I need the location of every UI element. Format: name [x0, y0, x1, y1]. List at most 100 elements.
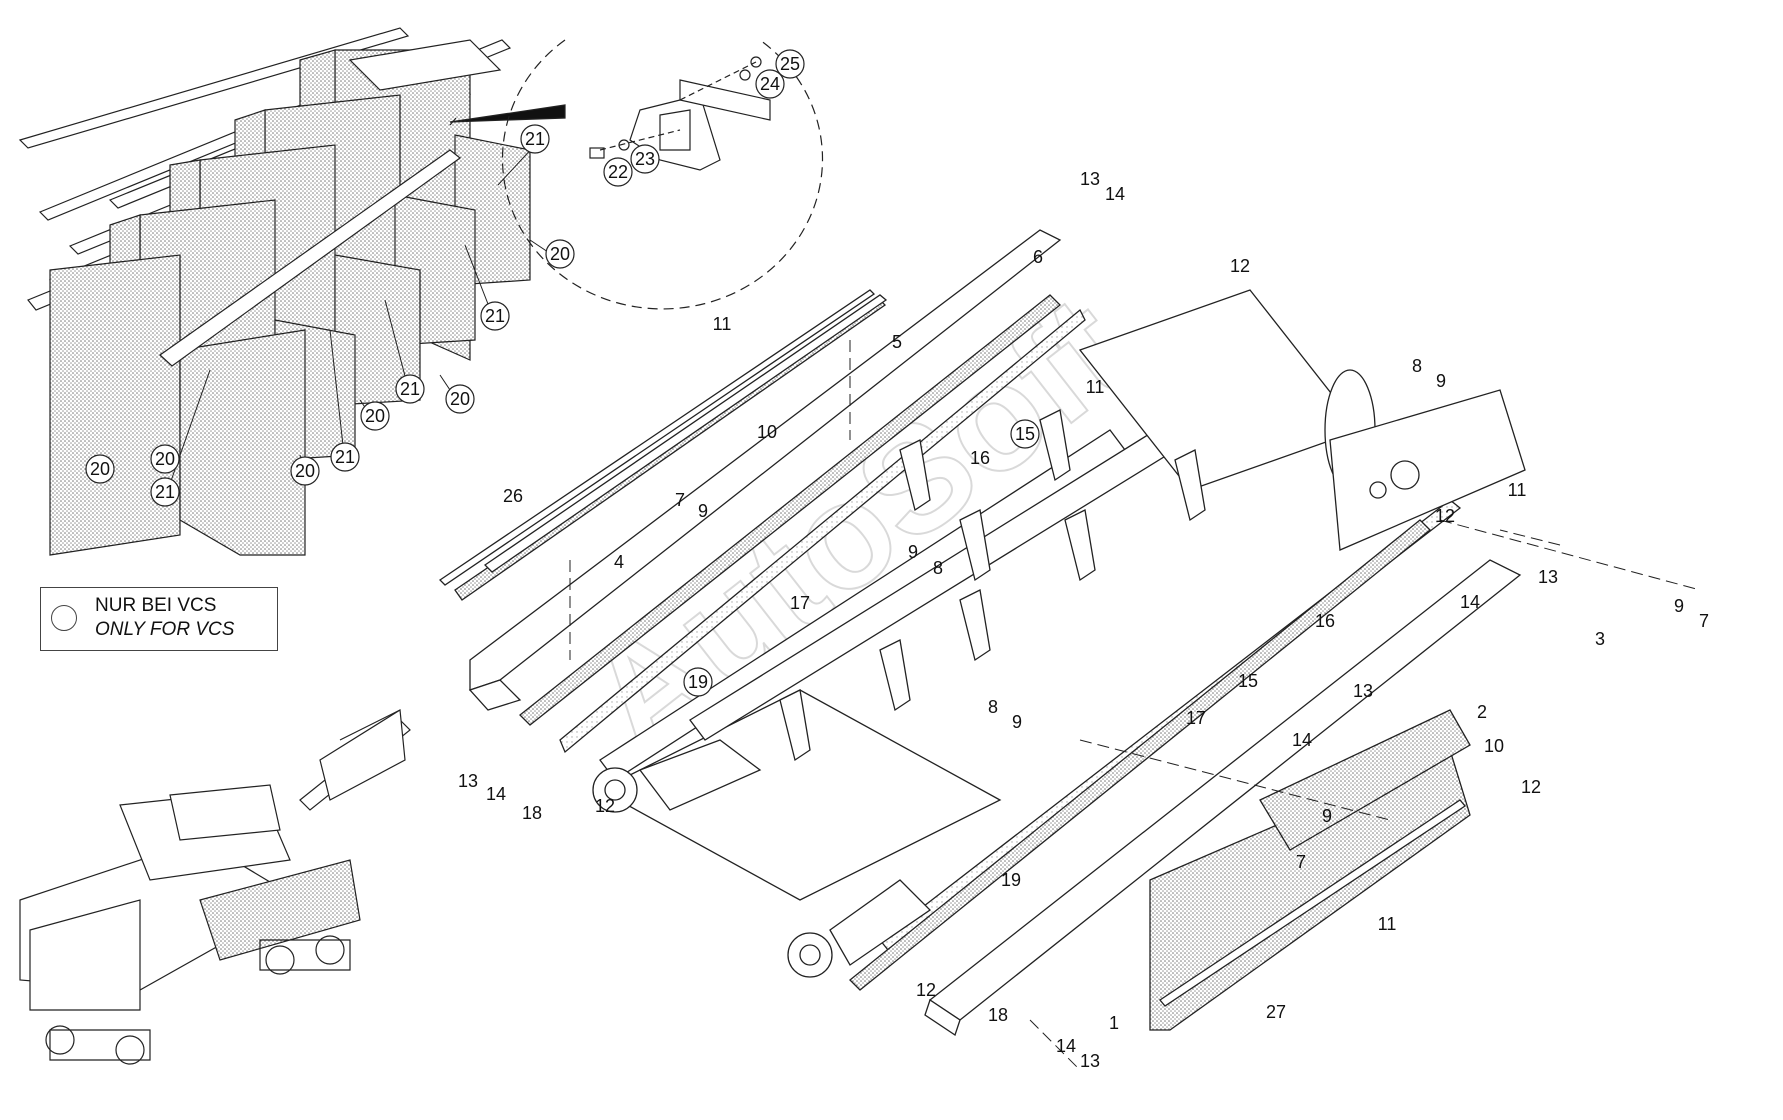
callout-circle — [603, 157, 633, 187]
strip-26 — [483, 294, 888, 573]
callout-number: 21 — [400, 379, 420, 399]
callout-13: 13 — [1080, 169, 1100, 189]
callout-8: 8 — [933, 558, 943, 578]
legend-line-de: NUR BEI VCS — [95, 595, 217, 616]
callout-12: 12 — [595, 796, 615, 816]
callout-number: 12 — [595, 796, 615, 816]
callout-number: 22 — [608, 162, 628, 182]
callout-20: 20 — [445, 384, 475, 414]
callout-10: 10 — [757, 422, 777, 442]
callout-27: 27 — [1266, 1002, 1286, 1022]
callout-4: 4 — [614, 552, 624, 572]
callout-circle — [445, 384, 475, 414]
callout-9: 9 — [1322, 806, 1332, 826]
drive-units — [592, 739, 932, 978]
flap-assembly-drawing — [18, 27, 566, 556]
callout-number: 21 — [335, 447, 355, 467]
callout-number: 9 — [1012, 712, 1022, 732]
callout-number: 21 — [155, 482, 175, 502]
callout-24: 24 — [755, 69, 785, 99]
callout-16: 16 — [970, 448, 990, 468]
strip-11-bottom — [1159, 799, 1466, 1007]
callout-number: 18 — [988, 1005, 1008, 1025]
callout-number: 7 — [1296, 852, 1306, 872]
callout-11: 11 — [1086, 377, 1105, 397]
callout-number: 1 — [1109, 1013, 1119, 1033]
callout-number: 12 — [916, 980, 936, 1000]
callout-14: 14 — [1056, 1036, 1076, 1056]
callout-number: 20 — [90, 459, 110, 479]
callout-13: 13 — [1538, 567, 1558, 587]
callout-14: 14 — [1105, 184, 1125, 204]
callout-number: 4 — [614, 552, 624, 572]
callout-12: 12 — [916, 980, 936, 1000]
callout-21: 21 — [330, 442, 360, 472]
callout-15: 15 — [1010, 419, 1040, 449]
callout-25: 25 — [775, 49, 805, 79]
callout-circle — [480, 301, 510, 331]
callout-circle — [360, 401, 390, 431]
callout-16: 16 — [1315, 611, 1335, 631]
callout-9: 9 — [1674, 596, 1684, 616]
callout-number: 12 — [1230, 256, 1250, 276]
callout-number: 18 — [522, 803, 542, 823]
callout-9: 9 — [698, 501, 708, 521]
callout-21: 21 — [520, 124, 550, 154]
callout-number: 13 — [1080, 169, 1100, 189]
callout-number: 9 — [908, 542, 918, 562]
drum-housing — [1329, 389, 1526, 551]
callout-circle — [150, 477, 180, 507]
callout-14: 14 — [1292, 730, 1312, 750]
callout-circle — [395, 374, 425, 404]
callout-18: 18 — [988, 1005, 1008, 1025]
callout-21: 21 — [480, 301, 510, 331]
legend-box: NUR BEI VCS ONLY FOR VCS — [40, 587, 278, 651]
callout-number: 20 — [155, 449, 175, 469]
callout-number: 11 — [1508, 480, 1527, 500]
callout-12: 12 — [1435, 506, 1455, 526]
callout-6: 6 — [1033, 247, 1043, 267]
callout-number: 11 — [713, 314, 732, 334]
callout-number: 25 — [780, 54, 800, 74]
callout-20: 20 — [85, 454, 115, 484]
callout-number: 10 — [757, 422, 777, 442]
top-plate — [348, 39, 502, 91]
callout-2: 2 — [1477, 702, 1487, 722]
callout-number: 11 — [1086, 377, 1105, 397]
callout-9: 9 — [1012, 712, 1022, 732]
callout-9: 9 — [1436, 371, 1446, 391]
machine-overview — [19, 708, 411, 1065]
callout-9: 9 — [908, 542, 918, 562]
callout-22: 22 — [603, 157, 633, 187]
callout-number: 11 — [1378, 914, 1397, 934]
callout-7: 7 — [1296, 852, 1306, 872]
assembly-lines — [569, 340, 1701, 1071]
cross-bar — [159, 149, 461, 367]
callout-circle — [683, 667, 713, 697]
callout-10: 10 — [1484, 736, 1504, 756]
callout-circle — [545, 239, 575, 269]
callout-14: 14 — [486, 784, 506, 804]
callout-11: 11 — [1378, 914, 1397, 934]
rubber-flaps — [49, 49, 531, 556]
callout-number: 14 — [486, 784, 506, 804]
callout-circle — [755, 69, 785, 99]
callout-number: 9 — [1322, 806, 1332, 826]
callout-number: 20 — [365, 406, 385, 426]
callout-number: 26 — [503, 486, 523, 506]
callout-number: 17 — [1186, 708, 1206, 728]
callout-circle — [290, 456, 320, 486]
callout-number: 20 — [550, 244, 570, 264]
hook-brackets — [779, 409, 1206, 762]
frame-cross-member — [598, 689, 1002, 901]
callout-21: 21 — [150, 477, 180, 507]
cover-4-5-6 — [469, 229, 1062, 691]
callout-number: 13 — [1538, 567, 1558, 587]
callout-3: 3 — [1595, 629, 1605, 649]
callout-number: 13 — [458, 771, 478, 791]
callout-18: 18 — [522, 803, 542, 823]
callout-circle — [150, 444, 180, 474]
callout-19: 19 — [683, 667, 713, 697]
callout-8: 8 — [988, 697, 998, 717]
